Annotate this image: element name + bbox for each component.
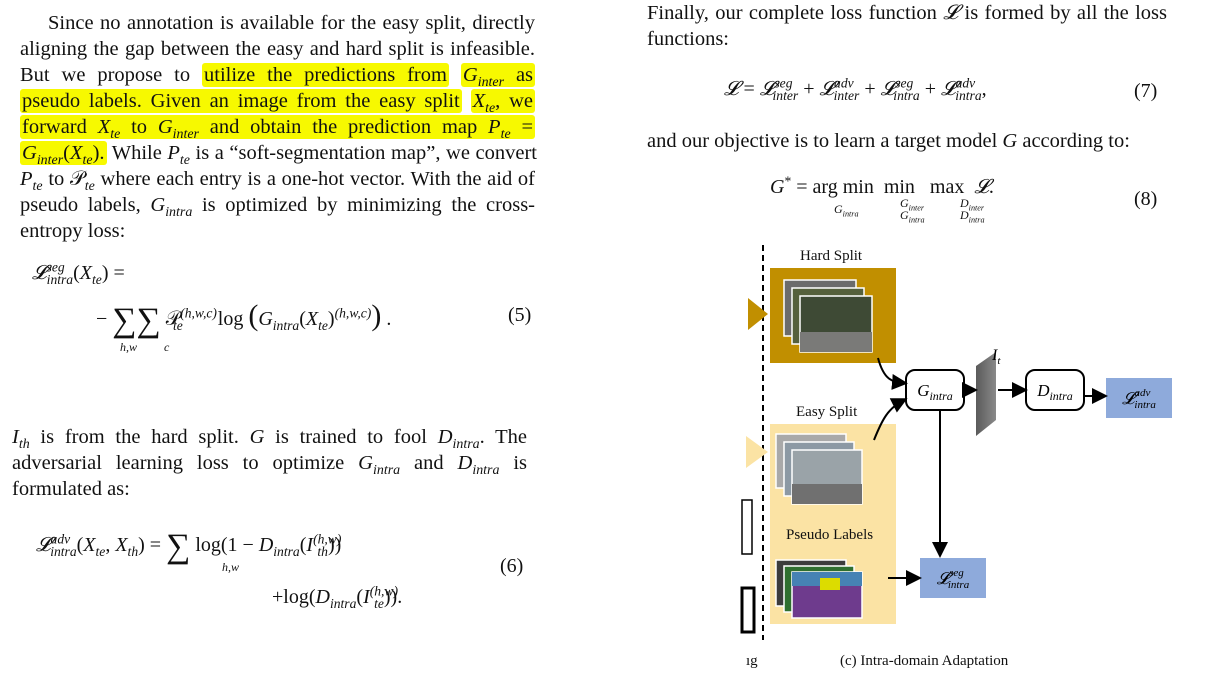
easy-split-images xyxy=(775,433,863,505)
truncated-caption: ıg xyxy=(746,653,758,669)
intro-paragraph: Since no annotation is available for the… xyxy=(20,12,537,242)
paragraph: and our objective is to learn a target m… xyxy=(647,130,1130,152)
pseudo-label-images xyxy=(775,559,863,619)
svg-text:𝓛segintra: 𝓛segintra xyxy=(937,567,970,591)
adversarial-paragraph: Ith is from the hard split. G is trained… xyxy=(12,426,528,500)
adv-loss-box xyxy=(1106,378,1172,418)
easy-split-label: Easy Split xyxy=(796,404,858,420)
highlighted-text: utilize the predictions from xyxy=(202,63,449,87)
right-column: Finally, our complete loss function 𝓛 is… xyxy=(647,0,1167,52)
equation-number: (5) xyxy=(508,304,532,326)
paragraph-text: While xyxy=(111,142,162,164)
paragraph: Finally, our complete loss function 𝓛 is… xyxy=(647,2,1168,50)
hard-split-arrowhead xyxy=(748,298,768,330)
seg-loss-box xyxy=(920,558,986,598)
figure-caption: (c) Intra-domain Adaptation xyxy=(840,653,1009,669)
equation-8: G* = arg min min max 𝓛. Gintra Ginter Gi… xyxy=(770,173,994,225)
left-column: Since no annotation is available for the… xyxy=(20,10,537,244)
feature-map-icon xyxy=(976,352,996,436)
svg-text:It: It xyxy=(991,347,1001,367)
equation-5: 𝓛segintra(Xte) = xyxy=(32,259,125,287)
pseudo-labels-label: Pseudo Labels xyxy=(786,527,874,543)
equation-7: 𝓛 = 𝓛seginter + 𝓛advinter + 𝓛segintra + … xyxy=(724,75,987,103)
equation-number: (7) xyxy=(1134,80,1158,102)
easy-split-arrowhead xyxy=(746,436,768,468)
equation-6-line2: +log(Dintra(I(h,w)te)). xyxy=(272,583,403,611)
paragraph-text: is optimized by minimizing the cross-ent… xyxy=(20,194,535,242)
hard-split-images xyxy=(783,279,873,353)
equation-number: (6) xyxy=(500,555,524,577)
equation-5-body: − ∑∑ 𝒫(h,w,c)te log (Gintra(Xte)(h,w,c))… xyxy=(96,299,392,354)
paragraph-text: Since no annotation is available for the… xyxy=(20,12,535,86)
equation-number: (8) xyxy=(1134,188,1158,210)
paragraph-text: is a “soft-segmentation map”, we convert xyxy=(195,142,537,164)
hard-split-label: Hard Split xyxy=(800,248,863,264)
paragraph-text: to xyxy=(48,168,65,190)
paragraph-text: where each entry is a one-hot vector. Wi… xyxy=(20,168,536,216)
equation-6: 𝓛advintra(Xte, Xth) = ∑ log(1 − Dintra(I… xyxy=(36,528,342,574)
